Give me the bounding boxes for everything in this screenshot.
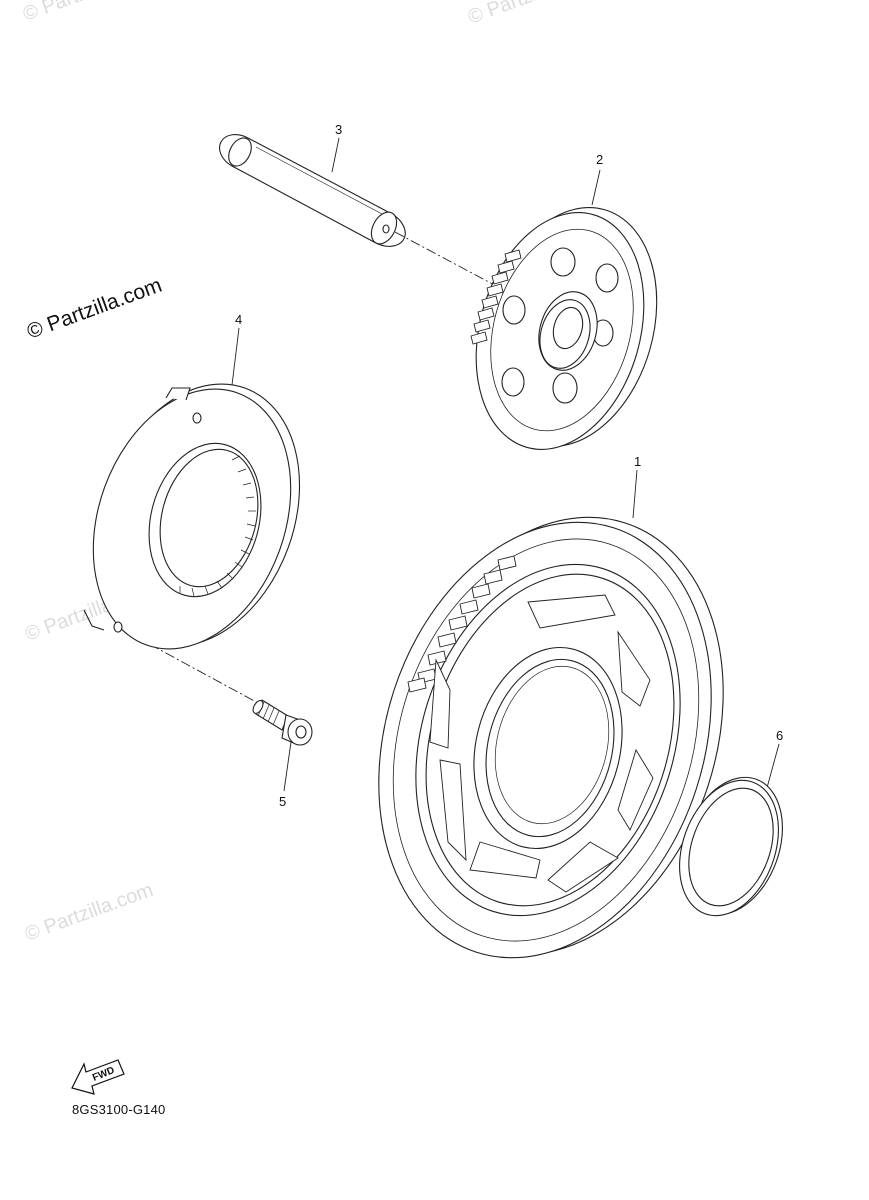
forward-arrow-icon: FWD — [71, 1059, 125, 1095]
bolt-part-5[interactable] — [251, 699, 313, 746]
callout-5: 5 — [279, 794, 286, 809]
callout-1: 1 — [634, 454, 641, 469]
idle-gear-part-2[interactable] — [450, 187, 684, 469]
clutch-part-4[interactable] — [59, 356, 335, 677]
callout-3: 3 — [335, 122, 342, 137]
shaft-part-3[interactable] — [219, 134, 406, 248]
wheel-gear-part-1[interactable] — [325, 474, 778, 1002]
diagram-code: 8GS3100-G140 — [72, 1102, 166, 1117]
callout-4: 4 — [235, 312, 242, 327]
washer-part-6[interactable] — [662, 763, 801, 929]
callout-2: 2 — [596, 152, 603, 167]
callout-6: 6 — [776, 728, 783, 743]
